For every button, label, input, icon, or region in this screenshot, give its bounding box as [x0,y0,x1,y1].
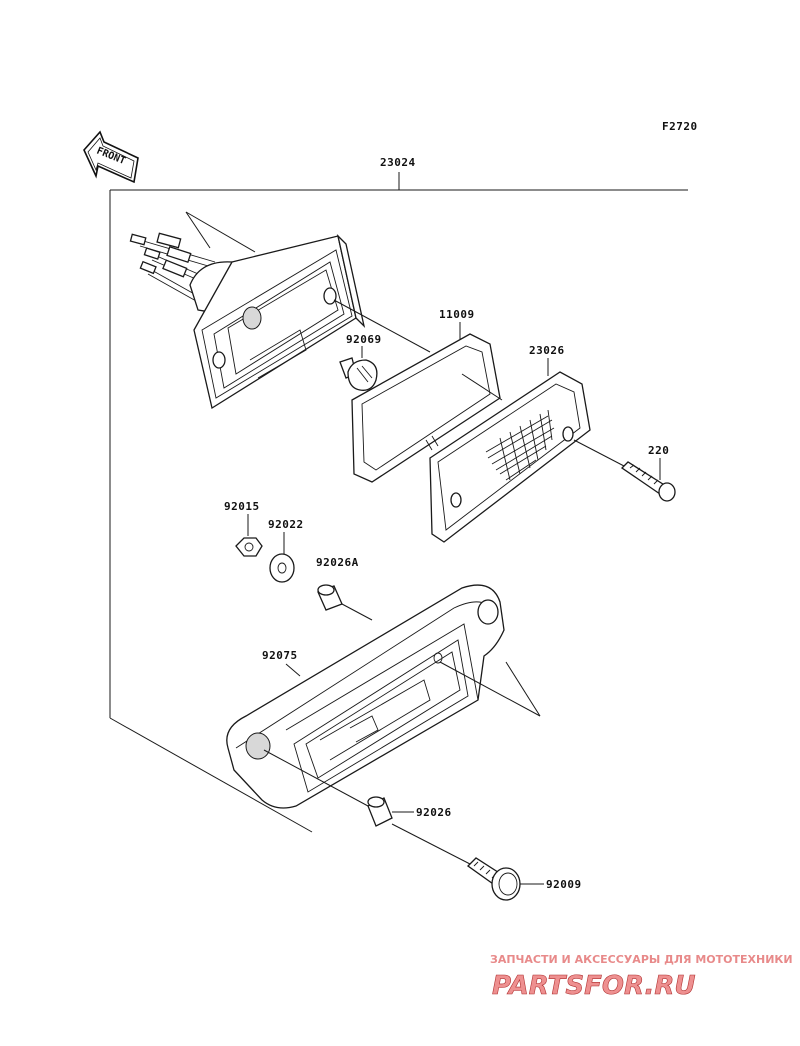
front-arrow-icon: FRONT [83,130,139,184]
lamp-housing [129,232,366,410]
figure-code: F2720 [662,120,698,133]
screw-220 [620,461,676,502]
part-label-92069: 92069 [346,333,382,346]
lens-23026 [429,371,591,543]
nut-92015 [235,537,263,557]
collar-92026 [367,796,393,827]
gasket-11009 [351,333,501,483]
washer-92022 [269,553,295,583]
part-label-220: 220 [648,444,669,457]
lamp-case-92075 [226,584,505,809]
part-label-23026: 23026 [529,344,565,357]
part-label-92075: 92075 [262,649,298,662]
bulb-92069 [339,357,378,391]
assembly-bracket-23024 [109,172,688,833]
watermark: ЗАПЧАСТИ И АКСЕССУАРЫ ДЛЯ МОТОТЕХНИКИ PA… [490,953,793,1001]
part-label-92015: 92015 [224,500,260,513]
part-label-11009: 11009 [439,308,475,321]
part-label-92022: 92022 [268,518,304,531]
part-label-23024: 23024 [380,156,416,169]
watermark-tagline: ЗАПЧАСТИ И АКСЕССУАРЫ ДЛЯ МОТОТЕХНИКИ [490,953,793,966]
part-label-92009: 92009 [546,878,582,891]
lens-grid-pattern [485,409,555,481]
part-label-92026: 92026 [416,806,452,819]
collar-92026a [317,584,343,611]
bolt-92009 [466,857,521,901]
part-label-92026a: 92026A [316,556,359,569]
watermark-brand: PARTSFOR.RU [492,971,695,1001]
